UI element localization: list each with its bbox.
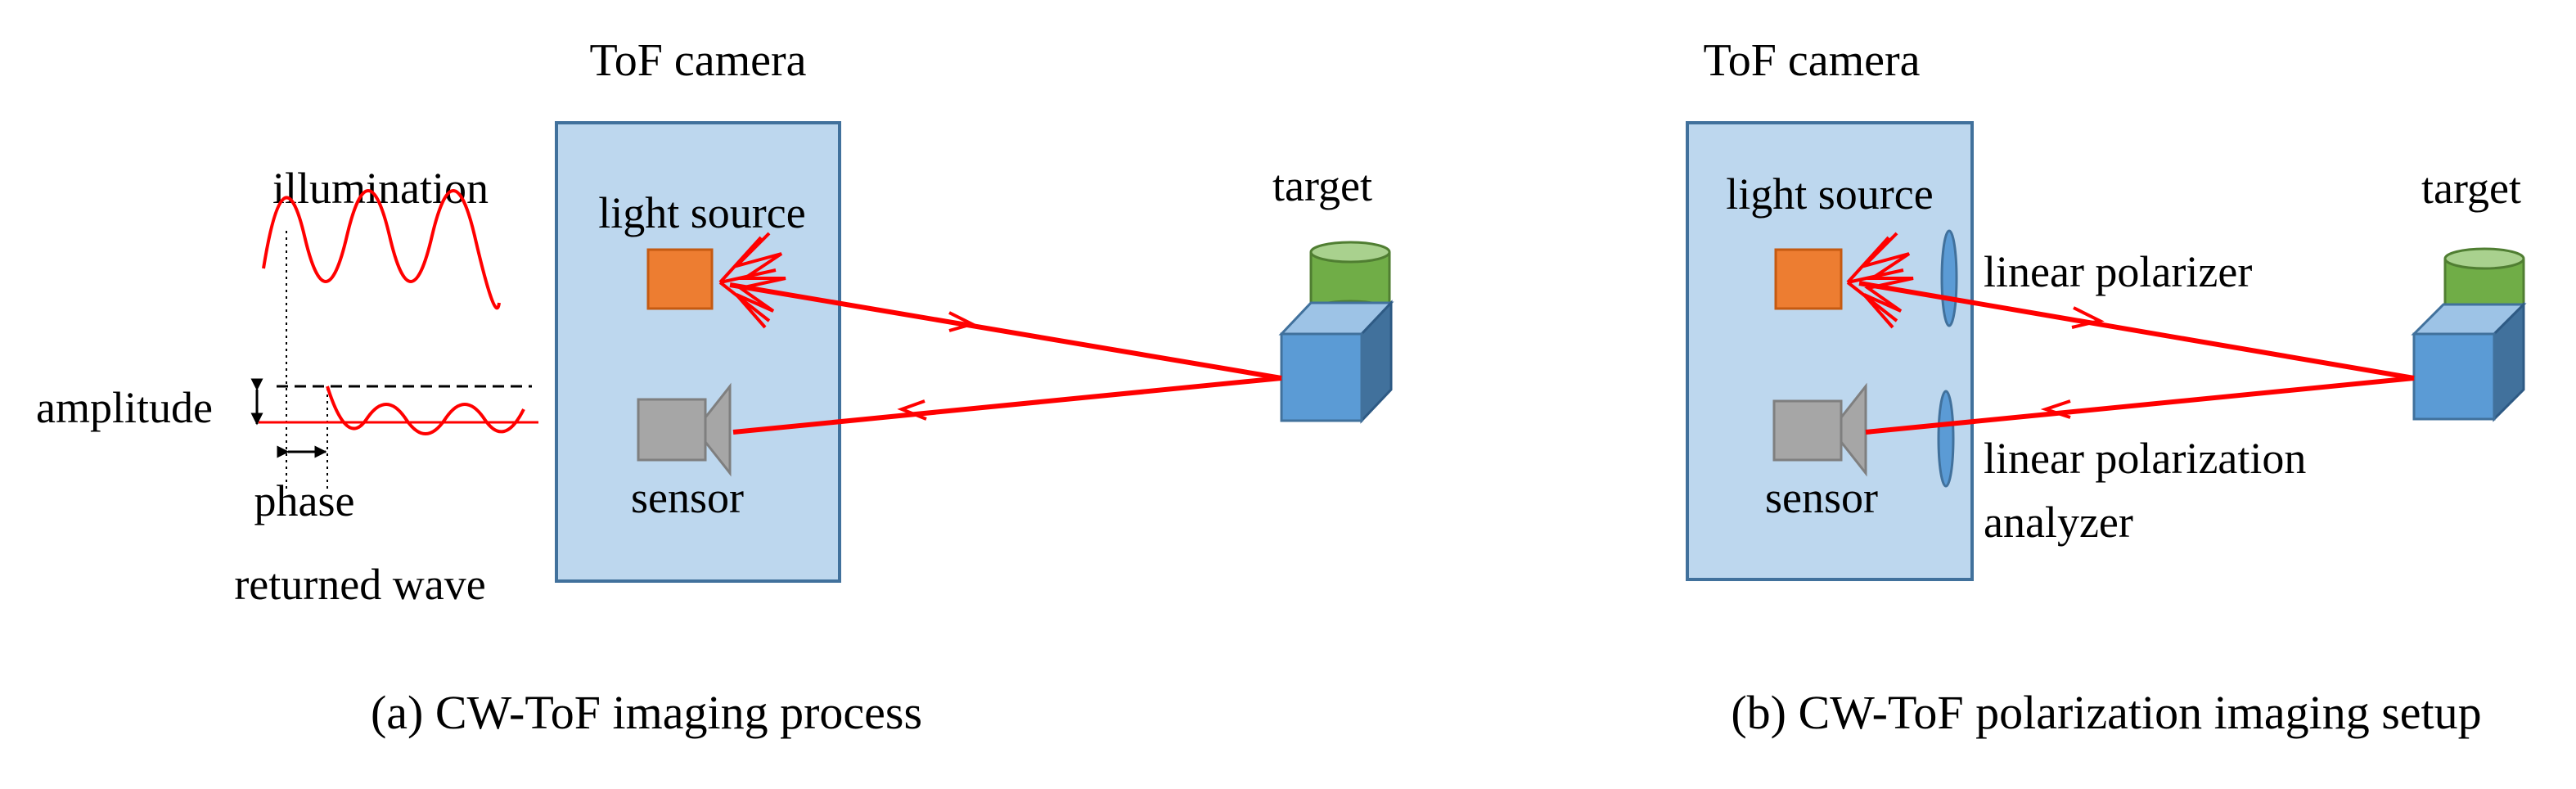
light-source-icon-b <box>1774 248 1843 310</box>
analyzer-label-line1: linear polarization <box>1984 434 2306 483</box>
phase-label: phase <box>254 476 355 525</box>
target-cube-icon <box>1278 300 1394 424</box>
light-source-icon <box>646 248 714 310</box>
caption-b: (b) CW-ToF polarization imaging setup <box>1731 686 2481 739</box>
light-rays-icon <box>718 232 786 329</box>
illumination-wave <box>262 189 501 310</box>
returning-beam-b <box>1865 376 2415 435</box>
light-rays-icon-b <box>1846 232 1914 329</box>
linear-polarization-analyzer-icon <box>1937 390 1955 488</box>
target-label: target <box>1272 161 1372 210</box>
camera-label: ToF camera <box>589 35 806 86</box>
outgoing-beam <box>729 282 1282 381</box>
sensor-icon <box>637 382 732 477</box>
returned-wave-label: returned wave <box>234 560 485 609</box>
outgoing-beam-arrow-b <box>2071 306 2105 329</box>
sensor-label-b: sensor <box>1765 473 1878 522</box>
analyzer-label-line2: analyzer <box>1984 498 2133 547</box>
camera-label-b: ToF camera <box>1703 35 1920 86</box>
panel-b: ToF camera light source sensor <box>1686 35 2527 739</box>
caption-a: (a) CW-ToF imaging process <box>371 686 922 739</box>
amplitude-label: amplitude <box>36 383 213 432</box>
polarizer-label: linear polarizer <box>1984 247 2252 296</box>
target-cube-icon-b <box>2411 301 2527 422</box>
tof-camera-body-b <box>1686 121 1974 581</box>
target-label-b: target <box>2421 164 2521 213</box>
outgoing-beam-b <box>1858 281 2415 381</box>
sensor-icon-b <box>1772 382 1867 477</box>
returning-beam <box>732 376 1282 435</box>
sensor-label: sensor <box>631 473 744 522</box>
light-source-label-b: light source <box>1726 169 1933 219</box>
returned-wave <box>326 385 525 435</box>
returning-beam-arrow-b <box>2040 399 2071 419</box>
linear-polarizer-icon <box>1940 229 1958 327</box>
returning-beam-arrow <box>897 399 927 421</box>
light-source-label: light source <box>598 188 805 237</box>
tof-camera-body <box>555 121 841 583</box>
outgoing-beam-arrow <box>948 311 977 332</box>
panel-a: ToF camera light source sensor <box>36 35 1394 739</box>
